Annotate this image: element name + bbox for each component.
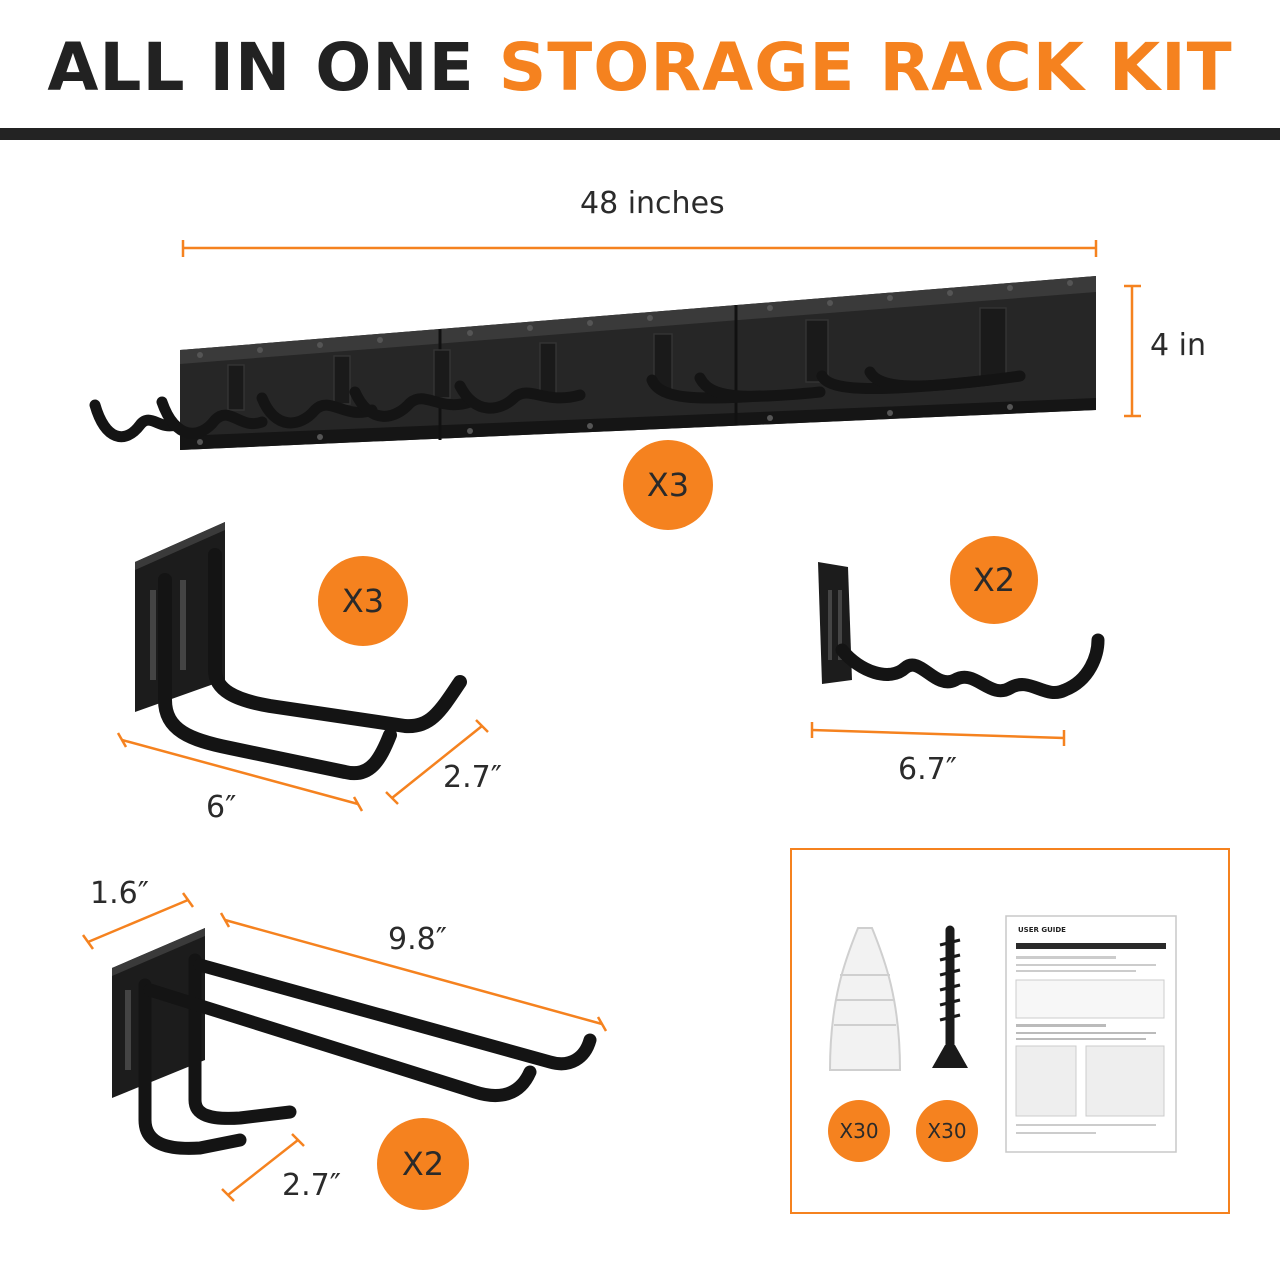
wall-anchor-image	[828, 927, 902, 1071]
rail-length-label: 48 inches	[580, 186, 725, 221]
rail-quantity-badge: X3	[623, 440, 713, 530]
wavy-hook-length-dimension-line	[810, 722, 1066, 746]
rail-height-label: 4 in	[1150, 328, 1206, 363]
double-hook-image	[135, 522, 467, 781]
long-hook-length-dimension-line	[219, 912, 608, 1032]
long-hook-width-dimension-line	[81, 892, 195, 950]
double-hook-depth-dimension-line	[385, 719, 489, 805]
double-hook-depth-label: 2.7″	[443, 760, 502, 795]
wavy-hook-length-label: 6.7″	[898, 752, 957, 787]
title-part-accent: STORAGE RACK KIT	[498, 29, 1233, 106]
rail-length-dimension-line	[181, 240, 1098, 257]
hardware-box	[790, 848, 1230, 1214]
wavy-hook-quantity-badge: X2	[950, 536, 1038, 624]
anchor-quantity-badge: X30	[828, 1100, 890, 1162]
rail-height-dimension-line	[1124, 284, 1141, 418]
long-hook-depth-dimension-line	[221, 1133, 305, 1202]
double-hook-length-label: 6″	[206, 790, 237, 825]
screw-image	[932, 925, 968, 1068]
long-hook-depth-label: 2.7″	[282, 1168, 341, 1203]
long-hook-length-label: 9.8″	[388, 922, 447, 957]
double-hook-length-dimension-line	[116, 732, 364, 812]
long-hook-width-label: 1.6″	[90, 876, 149, 911]
title-part-dark: ALL IN ONE	[47, 29, 475, 106]
wavy-hook-image	[818, 562, 1105, 699]
long-hook-image	[112, 928, 597, 1155]
wall-rails-image	[89, 276, 1096, 450]
long-hook-quantity-badge: X2	[377, 1118, 469, 1210]
screw-quantity-badge: X30	[916, 1100, 978, 1162]
page-title: ALL IN ONE STORAGE RACK KIT	[0, 28, 1280, 108]
header-divider	[0, 128, 1280, 140]
double-hook-quantity-badge: X3	[318, 556, 408, 646]
manual-heading: USER GUIDE	[1018, 926, 1066, 934]
instruction-manual-image	[1005, 915, 1177, 1153]
